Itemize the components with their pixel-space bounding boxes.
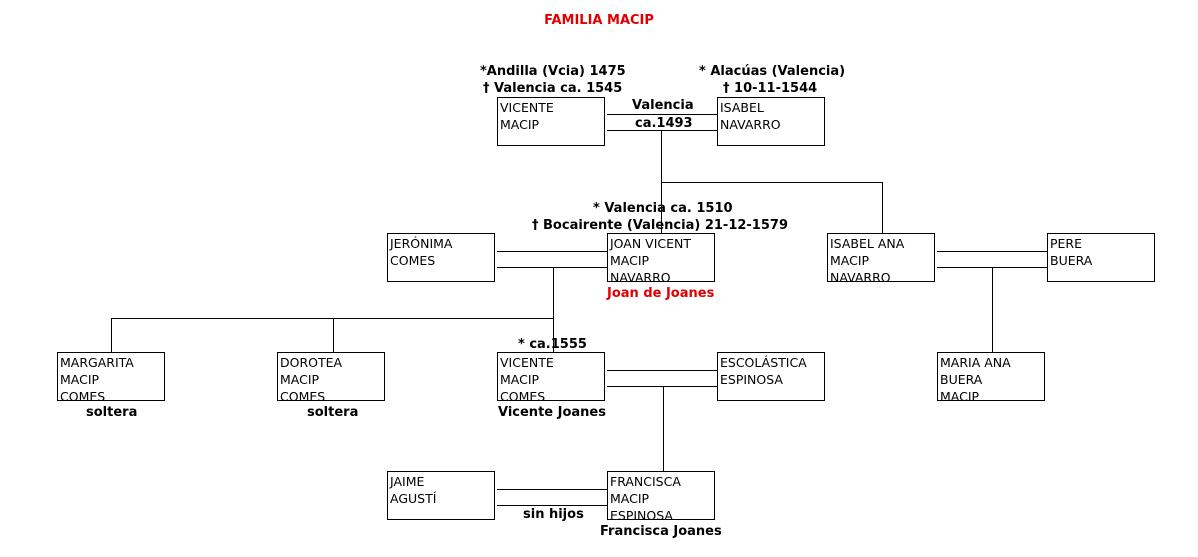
marriage-date-label: ca.1493 (635, 116, 693, 131)
sin-hijos-label: sin hijos (523, 507, 584, 522)
name-line: MACIP (610, 253, 650, 268)
page-title: FAMILIA MACIP (544, 13, 654, 28)
person-box-joan-vicent-macip: JOAN VICENT MACIP NAVARRO (607, 233, 715, 285)
name-line: MACIP (60, 372, 100, 387)
name-line: MACIP (280, 372, 320, 387)
name-line: NAVARRO (720, 117, 781, 132)
person-box-maria-ana-buera: MARIA ANA BUERA MACIP (937, 352, 1045, 404)
vicente-jr-alias-label: Vicente Joanes (498, 405, 606, 420)
isabel-birth-note: * Alacúas (Valencia) (699, 64, 846, 79)
name-line: AGUSTÍ (390, 491, 437, 506)
person-box-pere-buera: PERE BUERA (1047, 233, 1155, 282)
person-box-jaime-agusti: JAIME AGUSTÍ (387, 471, 495, 520)
name-line: ESPINOSA (720, 372, 783, 387)
person-box-francisca-macip: FRANCISCA MACIP ESPINOSA (607, 471, 715, 523)
name-line: BUERA (1050, 253, 1093, 268)
name-line: COMES (390, 253, 436, 268)
vicente-birth-note: *Andilla (Vcia) 1475 (480, 64, 626, 79)
name-line: ESCOLÁSTICA (720, 355, 807, 370)
name-line: MARGARITA (60, 355, 134, 370)
name-line: DOROTEA (280, 355, 343, 370)
name-line: PERE (1050, 236, 1083, 251)
person-box-vicente-macip-comes: VICENTE MACIP COMES (497, 352, 605, 404)
name-line: ESPINOSA (610, 508, 673, 523)
name-line: MACIP (940, 389, 980, 404)
name-line: COMES (280, 389, 326, 404)
vicente-jr-birth-note: * ca.1555 (518, 337, 587, 352)
joan-alias-label: Joan de Joanes (607, 286, 715, 301)
name-line: FRANCISCA (610, 474, 681, 489)
joan-birth-note: * Valencia ca. 1510 (593, 201, 733, 216)
name-line: MACIP (500, 372, 540, 387)
name-line: JERÓNIMA (390, 236, 453, 251)
name-line: ISABEL (720, 100, 764, 115)
name-line: VICENTE (500, 355, 554, 370)
name-line: BUERA (940, 372, 983, 387)
joan-death-note: † Bocairente (Valencia) 21-12-1579 (532, 218, 788, 233)
name-line: MACIP (830, 253, 870, 268)
person-box-dorotea-macip: DOROTEA MACIP COMES (277, 352, 385, 404)
name-line: NAVARRO (830, 270, 891, 285)
person-box-isabel-ana-macip: ISABEL ANA MACIP NAVARRO (827, 233, 935, 285)
name-line: JAIME (390, 474, 425, 489)
person-box-jeronima-comes: JERÓNIMA COMES (387, 233, 495, 282)
marriage-place-label: Valencia (632, 98, 694, 113)
name-line: COMES (60, 389, 106, 404)
dorotea-status-label: soltera (307, 405, 359, 420)
name-line: MACIP (610, 491, 650, 506)
margarita-status-label: soltera (86, 405, 138, 420)
name-line: COMES (500, 389, 546, 404)
name-line: ISABEL ANA (830, 236, 905, 251)
isabel-death-note: † 10-11-1544 (723, 81, 818, 96)
francisca-alias-label: Francisca Joanes (600, 524, 722, 539)
person-box-isabel-navarro: ISABEL NAVARRO (717, 97, 825, 146)
person-box-escolastica-espinosa: ESCOLÁSTICA ESPINOSA (717, 352, 825, 401)
name-line: NAVARRO (610, 270, 671, 285)
person-box-vicente-macip: VICENTE MACIP (497, 97, 605, 146)
person-box-margarita-macip: MARGARITA MACIP COMES (57, 352, 165, 404)
name-line: MACIP (500, 117, 540, 132)
name-line: JOAN VICENT (610, 236, 692, 251)
name-line: MARIA ANA (940, 355, 1011, 370)
vicente-death-note: † Valencia ca. 1545 (483, 81, 623, 96)
name-line: VICENTE (500, 100, 554, 115)
